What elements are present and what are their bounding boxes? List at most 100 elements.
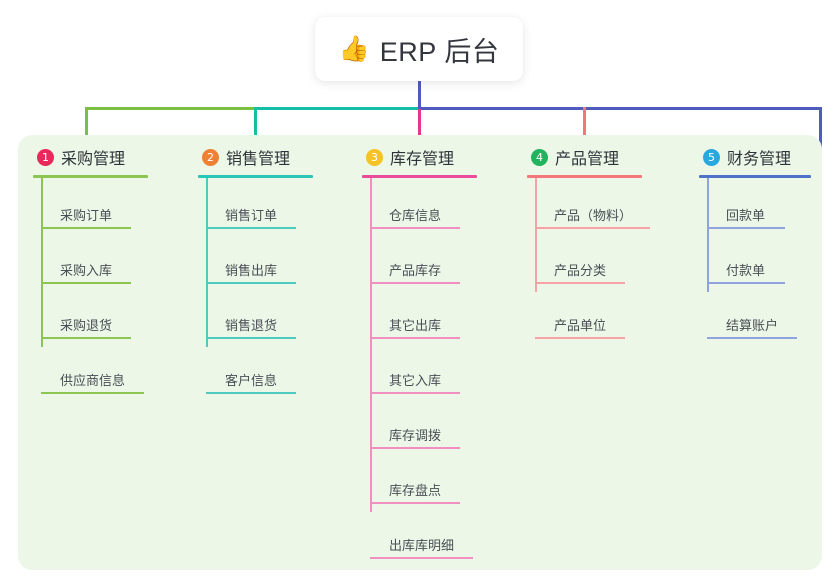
branch-number-badge: 5 xyxy=(703,148,720,166)
root-node-title: ERP 后台 xyxy=(379,36,500,67)
branch-number-badge: 1 xyxy=(37,148,54,166)
drop-connector-2 xyxy=(254,107,257,157)
leaf-node-underline xyxy=(206,227,296,229)
leaf-node[interactable]: 产品（物料） xyxy=(527,178,650,233)
drop-connector-1 xyxy=(85,107,88,157)
branch-number-badge: 3 xyxy=(366,148,383,166)
horizontal-connector-teal xyxy=(254,107,420,110)
leaf-node-underline xyxy=(707,282,785,284)
branch-items: 采购订单采购入库采购退货供应商信息 xyxy=(33,178,148,398)
leaf-node[interactable]: 结算账户 xyxy=(699,288,811,343)
leaf-node-label: 仓库信息 xyxy=(389,208,442,223)
leaf-node-underline xyxy=(370,502,460,504)
branch-items: 回款单付款单结算账户 xyxy=(699,178,811,343)
drop-connector-4 xyxy=(583,107,586,157)
drop-connector-3 xyxy=(418,107,421,157)
thumbs-up-icon: 👍 xyxy=(338,34,370,63)
leaf-node-label: 销售退货 xyxy=(225,318,278,333)
leaf-node-label: 出库库明细 xyxy=(389,538,455,553)
leaf-node[interactable]: 付款单 xyxy=(699,233,811,288)
leaf-node-underline xyxy=(41,282,131,284)
leaf-node[interactable]: 采购订单 xyxy=(33,178,148,233)
leaf-node[interactable]: 其它出库 xyxy=(362,288,477,343)
leaf-node[interactable]: 供应商信息 xyxy=(33,343,148,398)
leaf-node-label: 采购订单 xyxy=(60,208,113,223)
branch-header-1[interactable]: 1 采购管理 xyxy=(33,144,148,170)
leaf-node[interactable]: 采购入库 xyxy=(33,233,148,288)
root-node-card[interactable]: 👍 ERP 后台 xyxy=(315,17,523,81)
leaf-node-label: 结算账户 xyxy=(726,318,779,333)
leaf-node-underline xyxy=(370,227,460,229)
leaf-node[interactable]: 产品库存 xyxy=(362,233,477,288)
trunk-connector-line xyxy=(418,81,421,109)
leaf-node[interactable]: 出库库明细 xyxy=(362,508,477,563)
branch-stem-line xyxy=(535,178,537,292)
leaf-node-underline xyxy=(370,282,460,284)
branch-header-5[interactable]: 5 财务管理 xyxy=(699,144,811,170)
branch-column-5: 5 财务管理回款单付款单结算账户 xyxy=(699,144,811,343)
branch-column-2: 2 销售管理销售订单销售出库销售退货客户信息 xyxy=(198,144,313,398)
branch-header-label: 销售管理 xyxy=(226,151,291,168)
leaf-node-label: 供应商信息 xyxy=(60,373,126,388)
leaf-node[interactable]: 产品分类 xyxy=(527,233,642,288)
branch-header-3[interactable]: 3 库存管理 xyxy=(362,144,477,170)
leaf-node-label: 销售订单 xyxy=(225,208,278,223)
leaf-node[interactable]: 库存调拨 xyxy=(362,398,477,453)
leaf-node[interactable]: 其它入库 xyxy=(362,343,477,398)
leaf-node-label: 付款单 xyxy=(726,263,766,278)
leaf-node-underline xyxy=(41,227,131,229)
leaf-node-label: 采购退货 xyxy=(60,318,113,333)
leaf-node-underline xyxy=(370,392,460,394)
leaf-node-label: 采购入库 xyxy=(60,263,113,278)
leaf-node[interactable]: 客户信息 xyxy=(198,343,313,398)
leaf-node-underline xyxy=(535,227,650,229)
branch-header-underline xyxy=(362,175,477,178)
leaf-node-underline xyxy=(535,337,625,339)
leaf-node-underline xyxy=(707,227,785,229)
branch-header-underline xyxy=(198,175,313,178)
branch-header-label: 财务管理 xyxy=(727,151,792,168)
leaf-node-label: 库存调拨 xyxy=(389,428,442,443)
leaf-node[interactable]: 销售订单 xyxy=(198,178,313,233)
leaf-node[interactable]: 采购退货 xyxy=(33,288,148,343)
branch-items: 产品（物料） 产品分类产品单位 xyxy=(527,178,650,343)
leaf-node[interactable]: 仓库信息 xyxy=(362,178,477,233)
leaf-node[interactable]: 回款单 xyxy=(699,178,811,233)
leaf-node-underline xyxy=(206,282,296,284)
branch-header-underline xyxy=(699,175,811,178)
leaf-node-label: 其它入库 xyxy=(389,373,442,388)
leaf-node-underline xyxy=(707,337,797,339)
leaf-node-underline xyxy=(41,337,131,339)
branch-header-label: 采购管理 xyxy=(61,151,126,168)
leaf-node-underline xyxy=(535,282,625,284)
diagram-background-panel xyxy=(18,135,822,570)
leaf-node[interactable]: 销售退货 xyxy=(198,288,313,343)
horizontal-connector-blue xyxy=(418,107,822,110)
leaf-node-label: 其它出库 xyxy=(389,318,442,333)
branch-header-2[interactable]: 2 销售管理 xyxy=(198,144,313,170)
branch-stem-line xyxy=(707,178,709,292)
leaf-node-underline xyxy=(206,337,296,339)
leaf-node[interactable]: 销售出库 xyxy=(198,233,313,288)
branch-items: 销售订单销售出库销售退货客户信息 xyxy=(198,178,313,398)
leaf-node[interactable]: 库存盘点 xyxy=(362,453,477,508)
leaf-node[interactable]: 产品单位 xyxy=(527,288,642,343)
branch-header-underline xyxy=(33,175,148,178)
branch-header-label: 库存管理 xyxy=(390,151,455,168)
branch-column-3: 3 库存管理仓库信息产品库存其它出库其它入库库存调拨库存盘点出库库明细 xyxy=(362,144,477,563)
leaf-node-label: 库存盘点 xyxy=(389,483,442,498)
branch-header-label: 产品管理 xyxy=(555,151,620,168)
branch-number-badge: 2 xyxy=(202,148,219,166)
leaf-node-underline xyxy=(206,392,296,394)
leaf-node-underline xyxy=(370,447,460,449)
leaf-node-label: 产品库存 xyxy=(389,263,442,278)
branch-header-underline xyxy=(527,175,642,178)
branch-column-1: 1 采购管理采购订单采购入库采购退货供应商信息 xyxy=(33,144,148,398)
leaf-node-label: 回款单 xyxy=(726,208,766,223)
leaf-node-underline xyxy=(41,392,144,394)
branch-stem-line xyxy=(41,178,43,347)
branch-stem-line xyxy=(206,178,208,347)
leaf-node-label: 产品分类 xyxy=(554,263,607,278)
